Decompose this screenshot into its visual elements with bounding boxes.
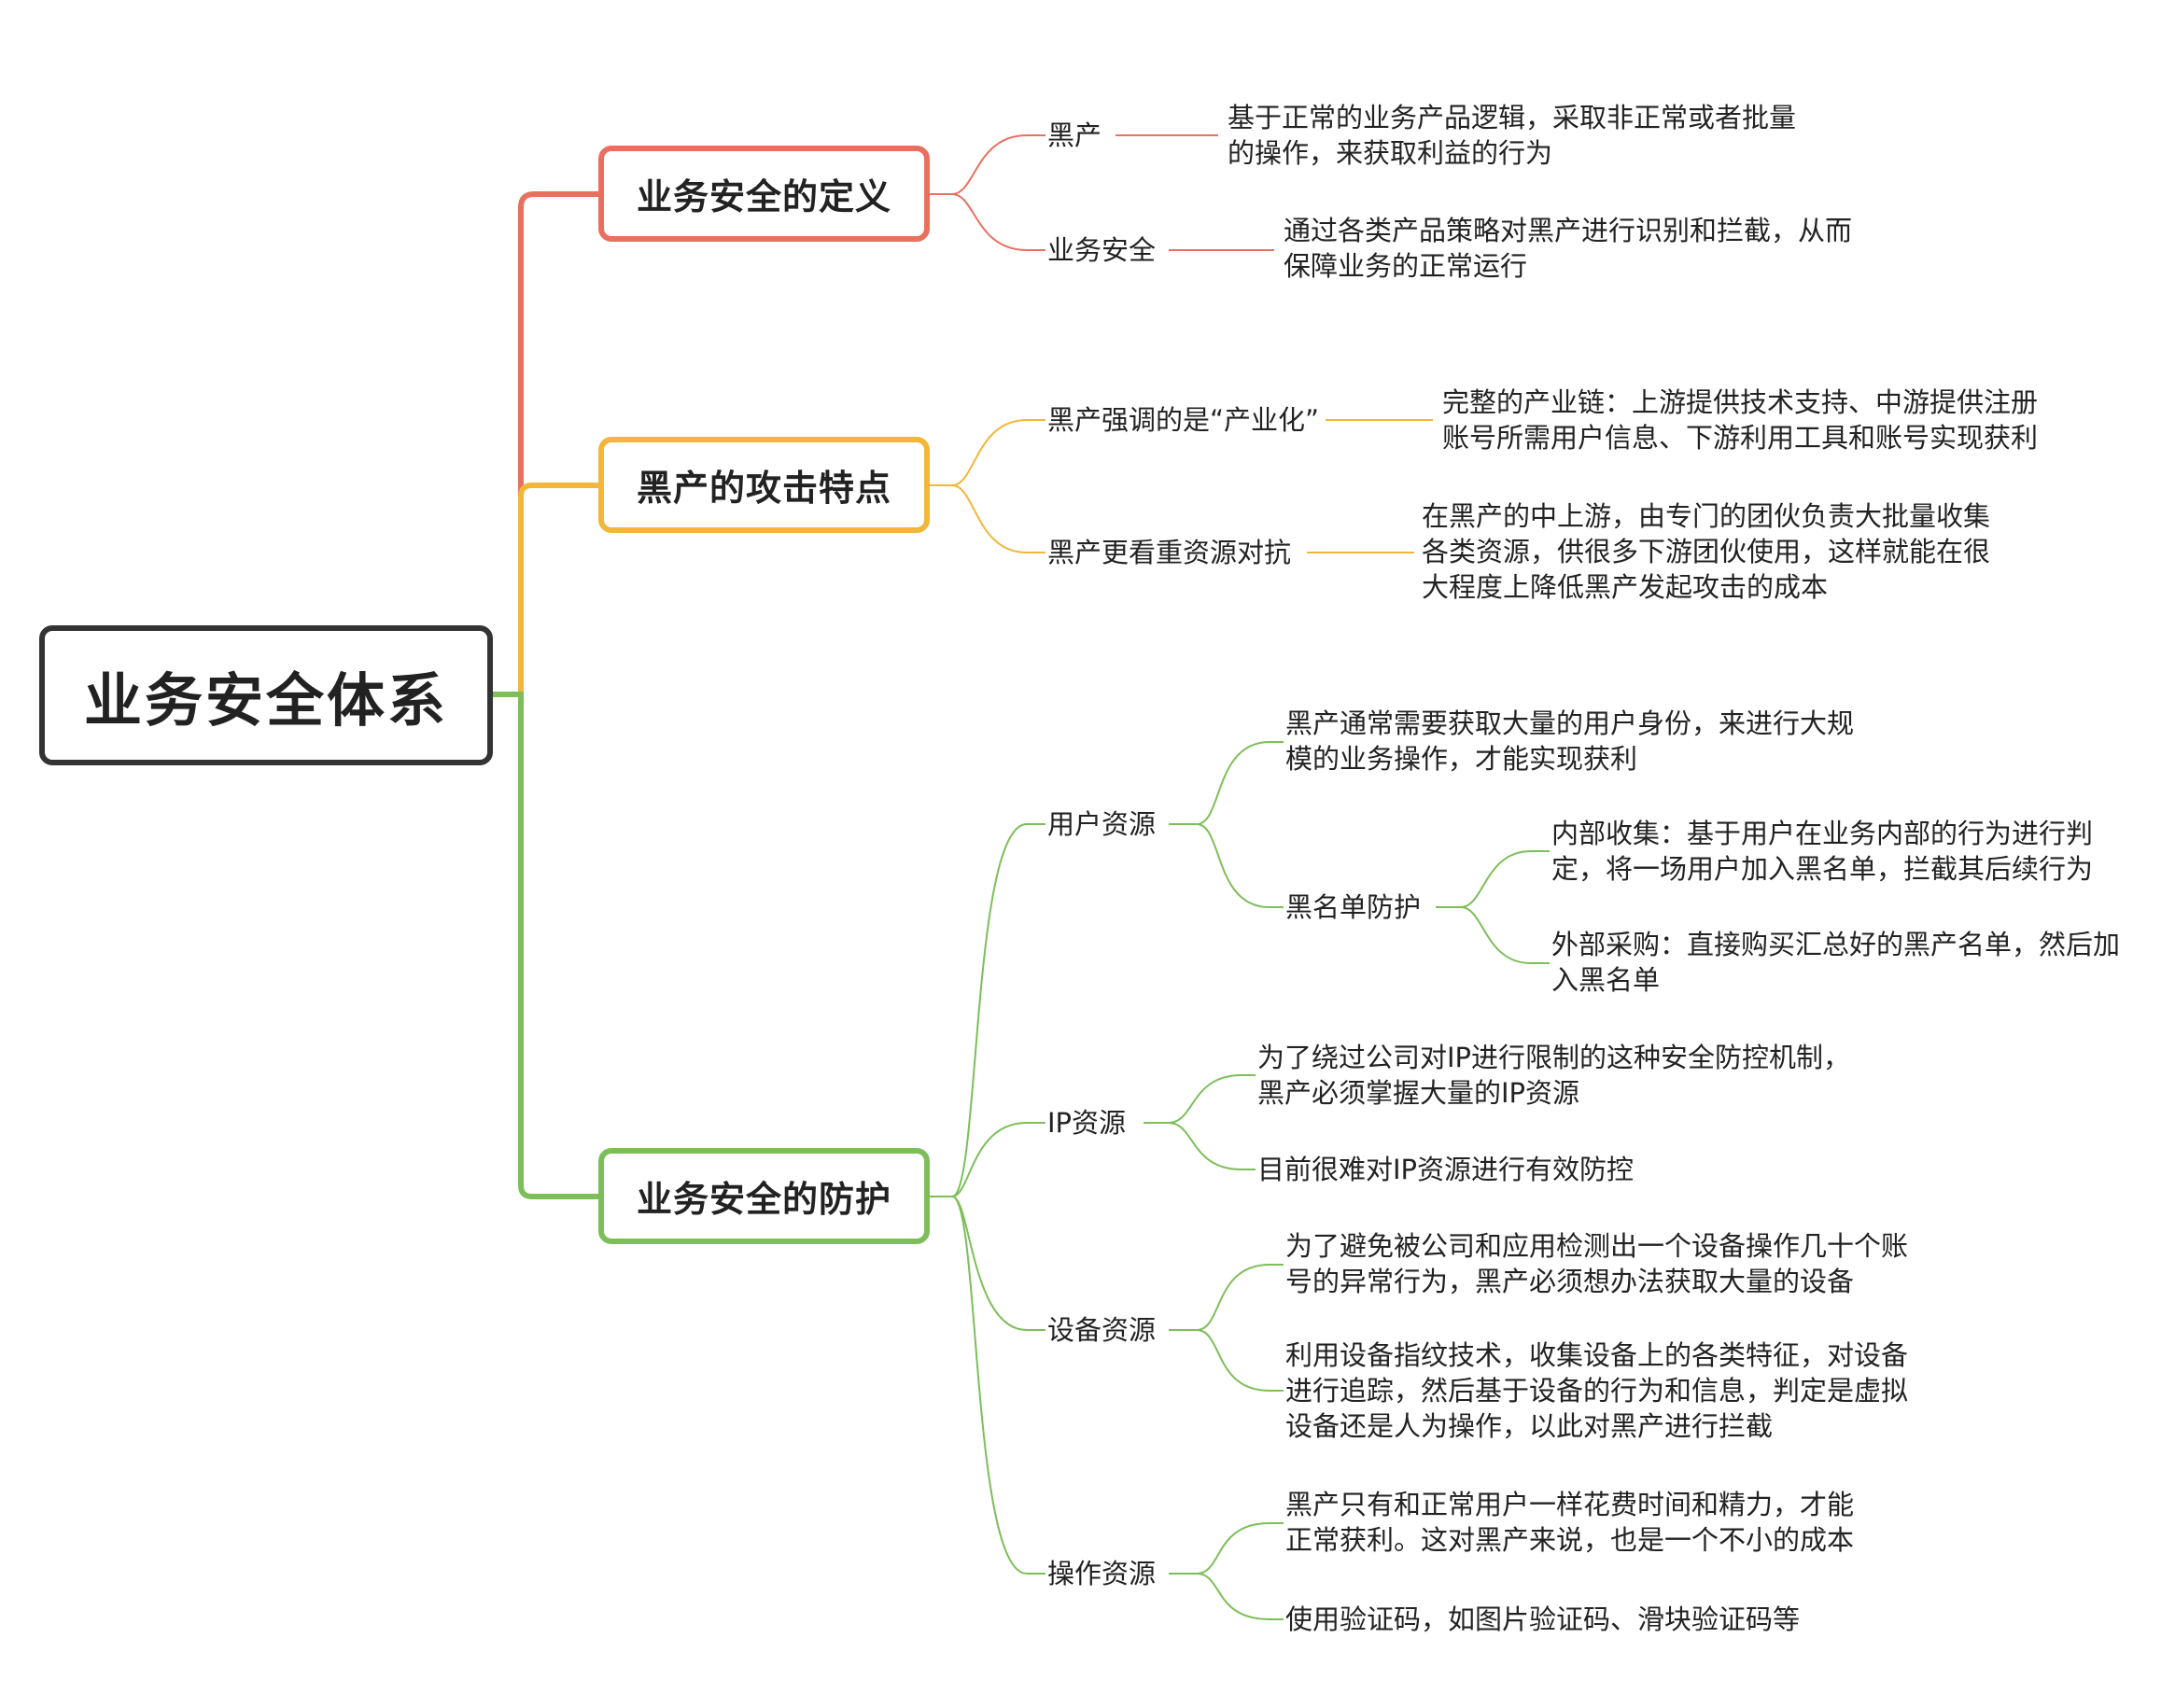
protection-to-user-line [930, 823, 1045, 1197]
ip-to-detail2-line [1168, 1122, 1256, 1170]
features-to-resource-line [951, 484, 1045, 553]
ip-to-detail1-line [1144, 1074, 1256, 1124]
detail-line: 正常获利。这对黑产来说，也是一个不小的成本 [1285, 1524, 1855, 1556]
node-ip-detail-1[interactable]: 为了绕过公司对IP进行限制的这种安全防控机制， 黑产必须掌握大量的IP资源 [1257, 1040, 1850, 1111]
node-device-resources[interactable]: 设备资源 [1047, 1314, 1157, 1346]
node-blacklist-protection[interactable]: 黑名单防护 [1285, 891, 1422, 923]
root-to-definition-line [490, 191, 601, 697]
node-user-resources[interactable]: 用户资源 [1047, 808, 1157, 840]
branch-definition[interactable]: 业务安全的定义 [598, 146, 930, 242]
node-operation-detail-1[interactable]: 黑产只有和正常用户一样花费时间和精力，才能 正常获利。这对黑产来说，也是一个不小… [1285, 1487, 1854, 1558]
detail-line: 外部采购：直接购买汇总好的黑产名单，然后加 [1551, 929, 2121, 960]
root-connectors [490, 191, 601, 1199]
protection-to-ip-line [951, 1122, 1045, 1197]
node-ip-detail-2[interactable]: 目前很难对IP资源进行有效防控 [1257, 1152, 1634, 1187]
definition-to-security-line [951, 193, 1045, 251]
operation-to-detail1-line [1169, 1522, 1284, 1575]
protection-connectors [930, 741, 1550, 1620]
node-resource-confrontation-detail[interactable]: 在黑产的中上游，由专门的团伙负责大批量收集 各类资源，供很多下游团伙使用，这样就… [1422, 498, 1990, 605]
detail-line: 在黑产的中上游，由专门的团伙负责大批量收集 [1422, 500, 1991, 532]
detail-line: 为了避免被公司和应用检测出一个设备操作几十个账 [1285, 1230, 1909, 1262]
node-external-purchase[interactable]: 外部采购：直接购买汇总好的黑产名单，然后加 入黑名单 [1551, 927, 2120, 998]
detail-line: 大程度上降低黑产发起攻击的成本 [1422, 571, 1829, 603]
detail-line: 定，将一场用户加入黑名单，拦截其后续行为 [1551, 853, 2094, 885]
node-ip-resources[interactable]: IP资源 [1047, 1107, 1127, 1139]
device-to-detail2-line [1196, 1329, 1284, 1392]
detail-line: 黑产只有和正常用户一样花费时间和精力，才能 [1285, 1489, 1855, 1520]
device-to-detail1-line [1169, 1264, 1284, 1331]
protection-to-device-line [951, 1196, 1045, 1331]
detail-line: 内部收集：基于用户在业务内部的行为进行判 [1551, 818, 2094, 849]
node-heichan[interactable]: 黑产 [1047, 119, 1102, 151]
node-industrialization[interactable]: 黑产强调的是“产业化” [1047, 404, 1320, 436]
detail-line: 进行追踪，然后基于设备的行为和信息，判定是虚拟 [1285, 1375, 1909, 1407]
root-to-protection-line [490, 692, 601, 1199]
detail-line: 为了绕过公司对IP进行限制的这种安全防控机制， [1257, 1042, 1851, 1073]
detail-line: 通过各类产品策略对黑产进行识别和拦截，从而 [1284, 215, 1853, 246]
node-internal-collection[interactable]: 内部收集：基于用户在业务内部的行为进行判 定，将一场用户加入黑名单，拦截其后续行… [1551, 816, 2093, 887]
detail-line: 入黑名单 [1551, 964, 1661, 996]
detail-line: 各类资源，供很多下游团伙使用，这样就能在很 [1422, 536, 1991, 567]
protection-to-operation-line [951, 1196, 1045, 1575]
node-operation-detail-2[interactable]: 使用验证码，如图片验证码、滑块验证码等 [1285, 1602, 1800, 1637]
detail-line: 黑产通常需要获取大量的用户身份，来进行大规 [1285, 707, 1855, 739]
branch-features[interactable]: 黑产的攻击特点 [598, 437, 930, 533]
detail-line: 模的业务操作，才能实现获利 [1285, 743, 1638, 775]
node-resource-confrontation[interactable]: 黑产更看重资源对抗 [1047, 537, 1292, 568]
detail-line: 设备还是人为操作，以此对黑产进行拦截 [1285, 1410, 1774, 1442]
branch-protection[interactable]: 业务安全的防护 [598, 1148, 930, 1244]
blacklist-to-external-line [1460, 906, 1550, 964]
root-node[interactable]: 业务安全体系 [39, 625, 493, 765]
features-connectors [930, 419, 1433, 553]
root-to-features-line [490, 483, 601, 697]
node-business-security[interactable]: 业务安全 [1047, 234, 1157, 266]
definition-connectors [930, 134, 1274, 251]
detail-line: 完整的产业链：上游提供技术支持、中游提供注册 [1442, 386, 2039, 418]
detail-line: 黑产必须掌握大量的IP资源 [1257, 1077, 1580, 1109]
user-to-blacklist-line [1196, 823, 1284, 908]
detail-line: 使用验证码，如图片验证码、滑块验证码等 [1285, 1603, 1801, 1635]
detail-line: 目前很难对IP资源进行有效防控 [1257, 1154, 1635, 1185]
node-device-detail-2[interactable]: 利用设备指纹技术，收集设备上的各类特征，对设备 进行追踪，然后基于设备的行为和信… [1285, 1337, 1908, 1444]
node-business-security-detail[interactable]: 通过各类产品策略对黑产进行识别和拦截，从而 保障业务的正常运行 [1284, 213, 1852, 284]
node-industrialization-detail[interactable]: 完整的产业链：上游提供技术支持、中游提供注册 账号所需用户信息、下游利用工具和账… [1442, 385, 2038, 455]
blacklist-to-internal-line [1436, 850, 1550, 908]
node-operation-resources[interactable]: 操作资源 [1047, 1558, 1157, 1589]
user-to-detail-line [1169, 741, 1284, 825]
detail-line: 利用设备指纹技术，收集设备上的各类特征，对设备 [1285, 1339, 1909, 1371]
features-to-industrial-line [930, 419, 1045, 486]
definition-to-heichan-line [930, 134, 1045, 195]
detail-line: 基于正常的业务产品逻辑，采取非正常或者批量 [1228, 102, 1797, 133]
detail-line: 号的异常行为，黑产必须想办法获取大量的设备 [1285, 1266, 1855, 1297]
detail-line: 保障业务的正常运行 [1284, 250, 1528, 282]
operation-to-detail2-line [1196, 1573, 1284, 1620]
node-heichan-detail[interactable]: 基于正常的业务产品逻辑，采取非正常或者批量 的操作，来获取利益的行为 [1228, 100, 1796, 171]
detail-line: 账号所需用户信息、下游利用工具和账号实现获利 [1442, 422, 2039, 454]
detail-line: 的操作，来获取利益的行为 [1228, 137, 1553, 169]
node-device-detail-1[interactable]: 为了避免被公司和应用检测出一个设备操作几十个账 号的异常行为，黑产必须想办法获取… [1285, 1228, 1908, 1299]
node-user-resources-detail[interactable]: 黑产通常需要获取大量的用户身份，来进行大规 模的业务操作，才能实现获利 [1285, 706, 1854, 777]
